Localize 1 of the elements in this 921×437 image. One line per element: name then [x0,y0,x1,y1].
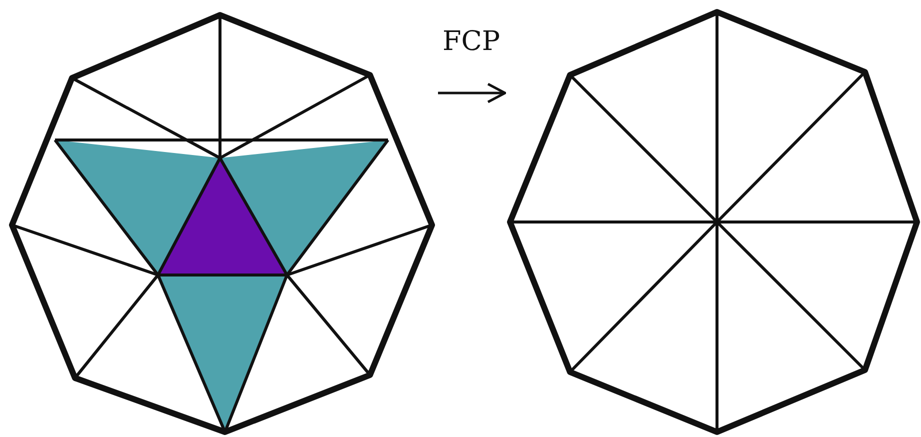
arrow [438,82,506,104]
